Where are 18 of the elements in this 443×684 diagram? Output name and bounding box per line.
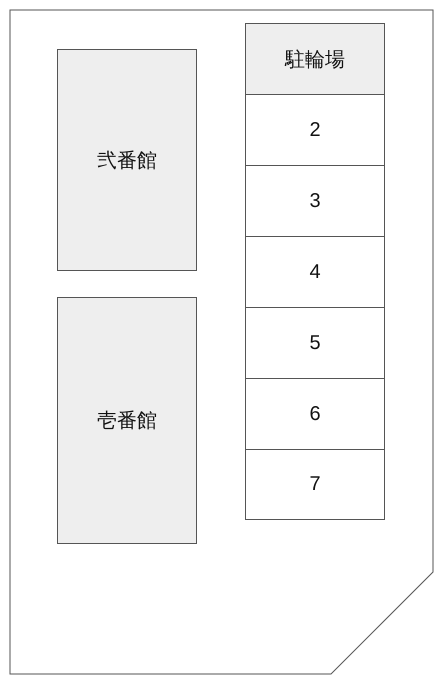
building bbox=[57, 49, 197, 271]
space-number: 2 bbox=[309, 118, 321, 142]
space-number: 7 bbox=[309, 473, 321, 496]
area-label: 壱番館 bbox=[97, 409, 157, 434]
area-label: 弐番館 bbox=[97, 148, 157, 174]
parking-space bbox=[245, 236, 385, 308]
parking-space bbox=[245, 378, 385, 450]
parking-space bbox=[245, 307, 385, 379]
space-number: 3 bbox=[309, 190, 321, 212]
parking-space bbox=[245, 94, 385, 166]
parking-space bbox=[245, 449, 385, 520]
building bbox=[57, 297, 197, 544]
space-number: 5 bbox=[309, 332, 321, 354]
bicycle-parking-area bbox=[245, 23, 385, 95]
area-label: 駐輪場 bbox=[285, 48, 345, 72]
parking-space bbox=[245, 165, 385, 237]
space-number: 4 bbox=[309, 260, 321, 284]
space-number: 6 bbox=[309, 402, 321, 426]
